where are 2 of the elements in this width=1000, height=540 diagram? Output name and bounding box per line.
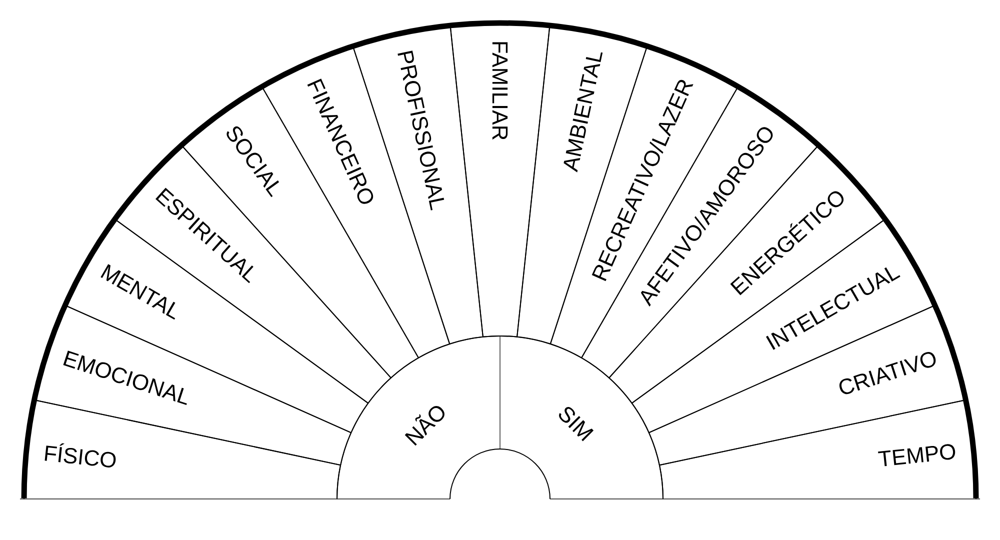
sector: TEMPO (658, 400, 976, 500)
sector: SIM (500, 336, 664, 500)
